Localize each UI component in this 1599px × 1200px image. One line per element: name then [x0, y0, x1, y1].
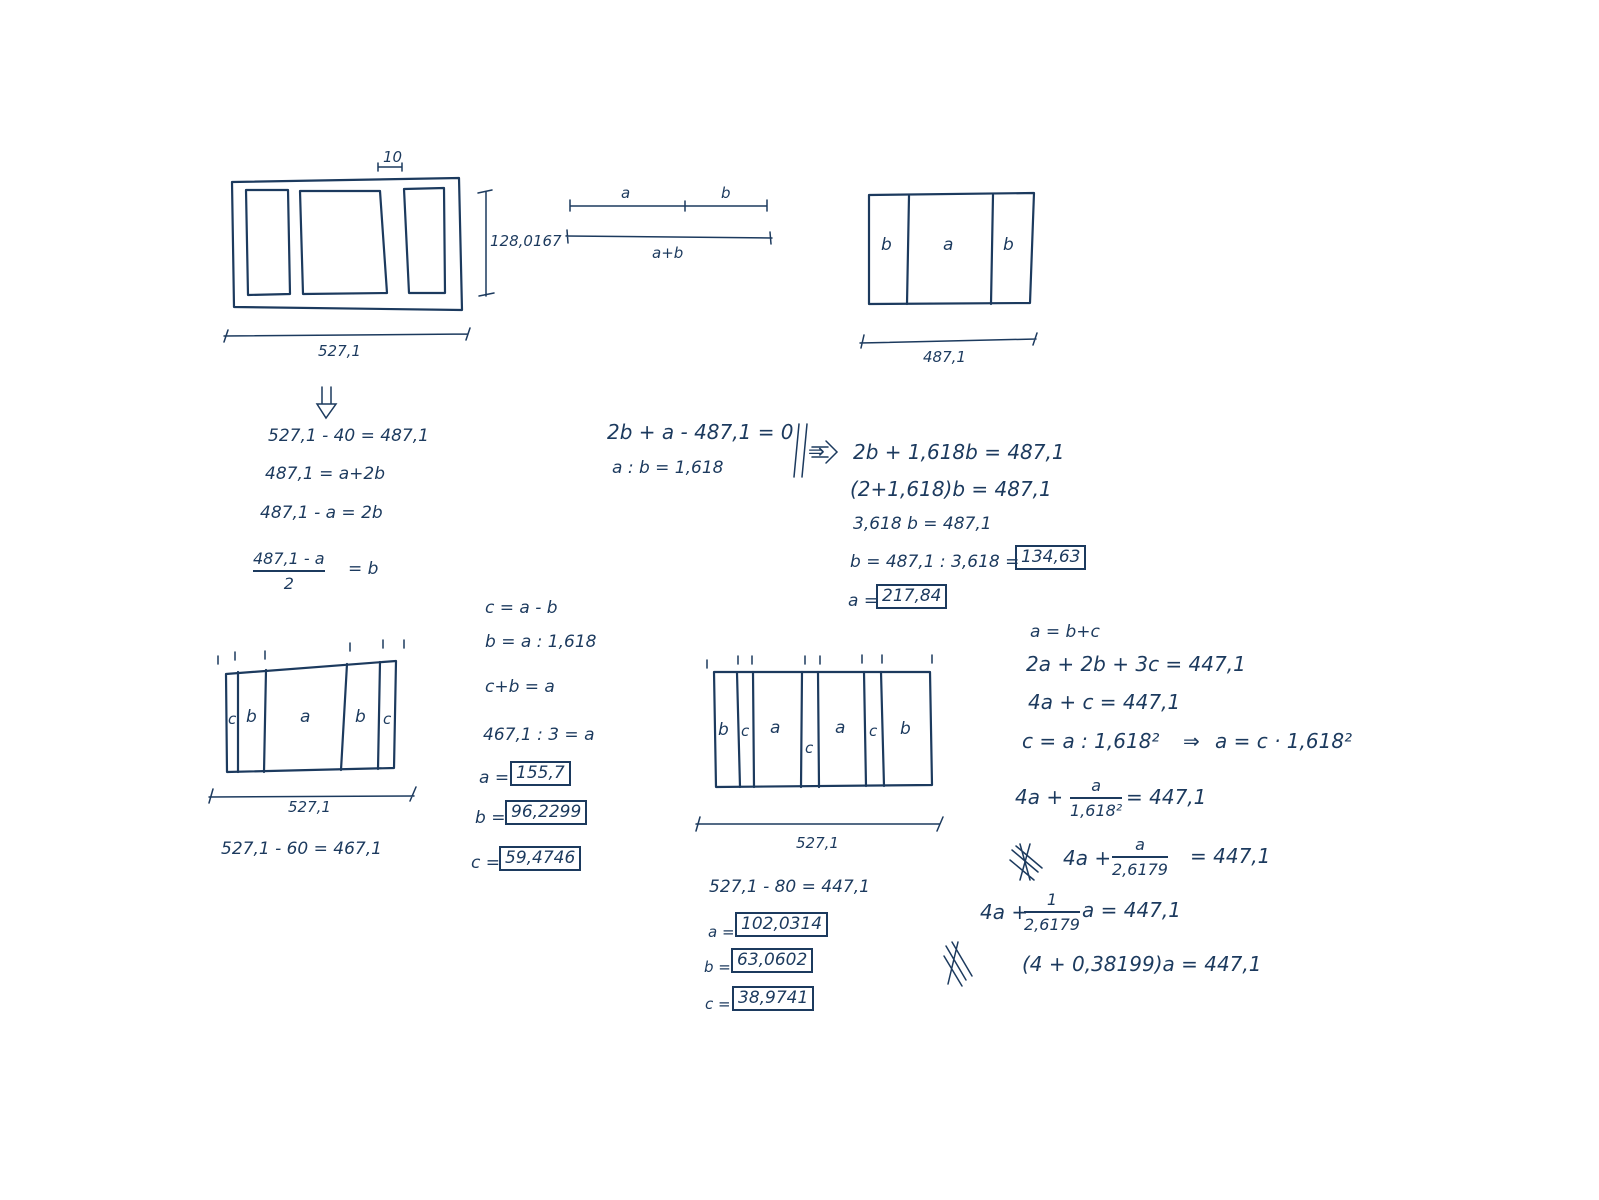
calc3-a-prefix: a =: [479, 768, 510, 788]
sketch4-note: 527,1 - 80 = 447,1: [709, 877, 870, 897]
calc3-line2: b = a : 1,618: [485, 632, 597, 652]
sketch3-note: 527,1 - 60 = 467,1: [221, 839, 382, 859]
calc3-c-prefix: c =: [471, 853, 500, 873]
calc3-line4: 467,1 : 3 = a: [483, 725, 595, 745]
calc4-line6-fraction: a 2,6179: [1112, 835, 1168, 879]
calc4-line1: a = b+c: [1030, 622, 1100, 642]
proportion-sum-label: a+b: [652, 244, 684, 262]
calc1-frac-num: 487,1 - a: [253, 549, 325, 568]
sketch4-b-prefix: b =: [704, 958, 731, 976]
dim-top-label: 10: [383, 148, 403, 166]
sketch3-label-1: c: [228, 710, 237, 728]
sketch3-label-2: b: [246, 707, 257, 727]
sketch4-a-result: 102,0314: [735, 912, 829, 937]
calc1-line3: 487,1 - a = 2b: [260, 503, 383, 523]
implies-arrow-icon: [793, 423, 839, 478]
calc3-b-prefix: b =: [475, 808, 506, 828]
calc4-line7-lhs: 4a +: [980, 900, 1029, 924]
calc3-a-result: 155,7: [510, 761, 571, 786]
sketch4-label-1: b: [718, 720, 729, 740]
sketch4-c-prefix: c =: [705, 995, 731, 1013]
calc4-line7-rhs: a = 447,1: [1082, 898, 1181, 922]
calc3-line1: c = a - b: [485, 598, 558, 618]
sketch2-label-left: b: [881, 235, 892, 255]
calc4-line5-den: 1,618²: [1070, 801, 1123, 820]
calc2-line6: b = 487,1 : 3,618 =: [850, 552, 1020, 572]
sketch3-label-5: c: [383, 710, 392, 728]
calc4-line6-den: 2,6179: [1112, 860, 1168, 879]
sketch4-label-3: a: [770, 718, 781, 738]
dim-width-label-1: 527,1: [318, 342, 361, 360]
calc4-line5-fraction: a 1,618²: [1070, 776, 1123, 820]
window-sketch-2: [859, 191, 1038, 349]
calc2-a-result: 217,84: [876, 584, 948, 609]
window-sketch-1: [223, 162, 495, 343]
calc4-line5-lhs: 4a +: [1015, 785, 1064, 809]
proportion-lines: [565, 199, 773, 245]
calc2-line1: 2b + a - 487,1 = 0: [607, 420, 794, 444]
sketch4-label-2: c: [741, 722, 750, 740]
sketch3-label-4: b: [355, 707, 366, 727]
scribble-marks: [943, 843, 1043, 987]
dim-height-label: 128,0167: [490, 232, 562, 250]
calc4-line3: 4a + c = 447,1: [1028, 690, 1181, 714]
calc3-c-result: 59,4746: [499, 846, 582, 871]
calc1-line2: 487,1 = a+2b: [265, 464, 385, 484]
calc2-line3: 2b + 1,618b = 487,1: [853, 440, 1065, 464]
sketch4-label-6: c: [869, 722, 878, 740]
sketch2-label-mid: a: [943, 235, 954, 255]
calc4-line4: c = a : 1,618²: [1022, 729, 1160, 753]
calc2-line4: (2+1,618)b = 487,1: [850, 477, 1052, 501]
sketch4-label-4: c: [805, 739, 814, 757]
calc3-line3: c+b = a: [485, 677, 555, 697]
calc1-frac-rhs: = b: [348, 559, 379, 579]
calc1-fraction: 487,1 - a 2: [253, 549, 325, 593]
sketch4-a-prefix: a =: [708, 923, 735, 941]
dim-width-label-4: 527,1: [796, 834, 839, 852]
window-sketch-4: [695, 654, 944, 832]
calc4-line4b: a = c · 1,618²: [1215, 729, 1353, 753]
calc4-line5-num: a: [1091, 776, 1102, 795]
calc3-b-result: 96,2299: [505, 800, 588, 825]
down-arrow-icon: [315, 386, 338, 420]
sketch4-b-result: 63,0602: [731, 948, 814, 973]
calc1-frac-den: 2: [283, 574, 294, 593]
window-sketch-3: [208, 639, 417, 804]
calc4-line7-den: 2,6179: [1024, 915, 1080, 934]
calc2-line5: 3,618 b = 487,1: [853, 514, 992, 534]
sketch4-c-result: 38,9741: [732, 986, 815, 1011]
sketch3-label-3: a: [300, 707, 311, 727]
calc2-b-result: 134,63: [1015, 545, 1087, 570]
calc2-implies: ⇒: [808, 439, 825, 463]
calc2-line2: a : b = 1,618: [612, 458, 724, 478]
calc4-implies: ⇒: [1183, 729, 1200, 753]
proportion-a-label: a: [621, 184, 631, 202]
calc1-line1: 527,1 - 40 = 487,1: [268, 426, 429, 446]
sketch4-label-5: a: [835, 718, 846, 738]
calc4-line8: (4 + 0,38199)a = 447,1: [1022, 952, 1262, 976]
sketch2-label-right: b: [1003, 235, 1014, 255]
dim-width-label-3: 527,1: [288, 798, 331, 816]
calc4-line7-num: 1: [1046, 890, 1058, 909]
calc2-a-prefix: a =: [848, 591, 879, 611]
calc4-line5-rhs: = 447,1: [1126, 785, 1207, 809]
calc4-line2: 2a + 2b + 3c = 447,1: [1026, 652, 1246, 676]
calc4-line6-lhs: 4a +: [1063, 846, 1112, 870]
proportion-b-label: b: [721, 184, 731, 202]
calc4-line6-num: a: [1135, 835, 1145, 854]
calc4-line6-rhs: = 447,1: [1190, 844, 1271, 868]
sketch4-label-7: b: [900, 719, 911, 739]
calc4-line7-fraction: 1 2,6179: [1024, 890, 1080, 934]
dim-width-label-2: 487,1: [923, 348, 966, 366]
